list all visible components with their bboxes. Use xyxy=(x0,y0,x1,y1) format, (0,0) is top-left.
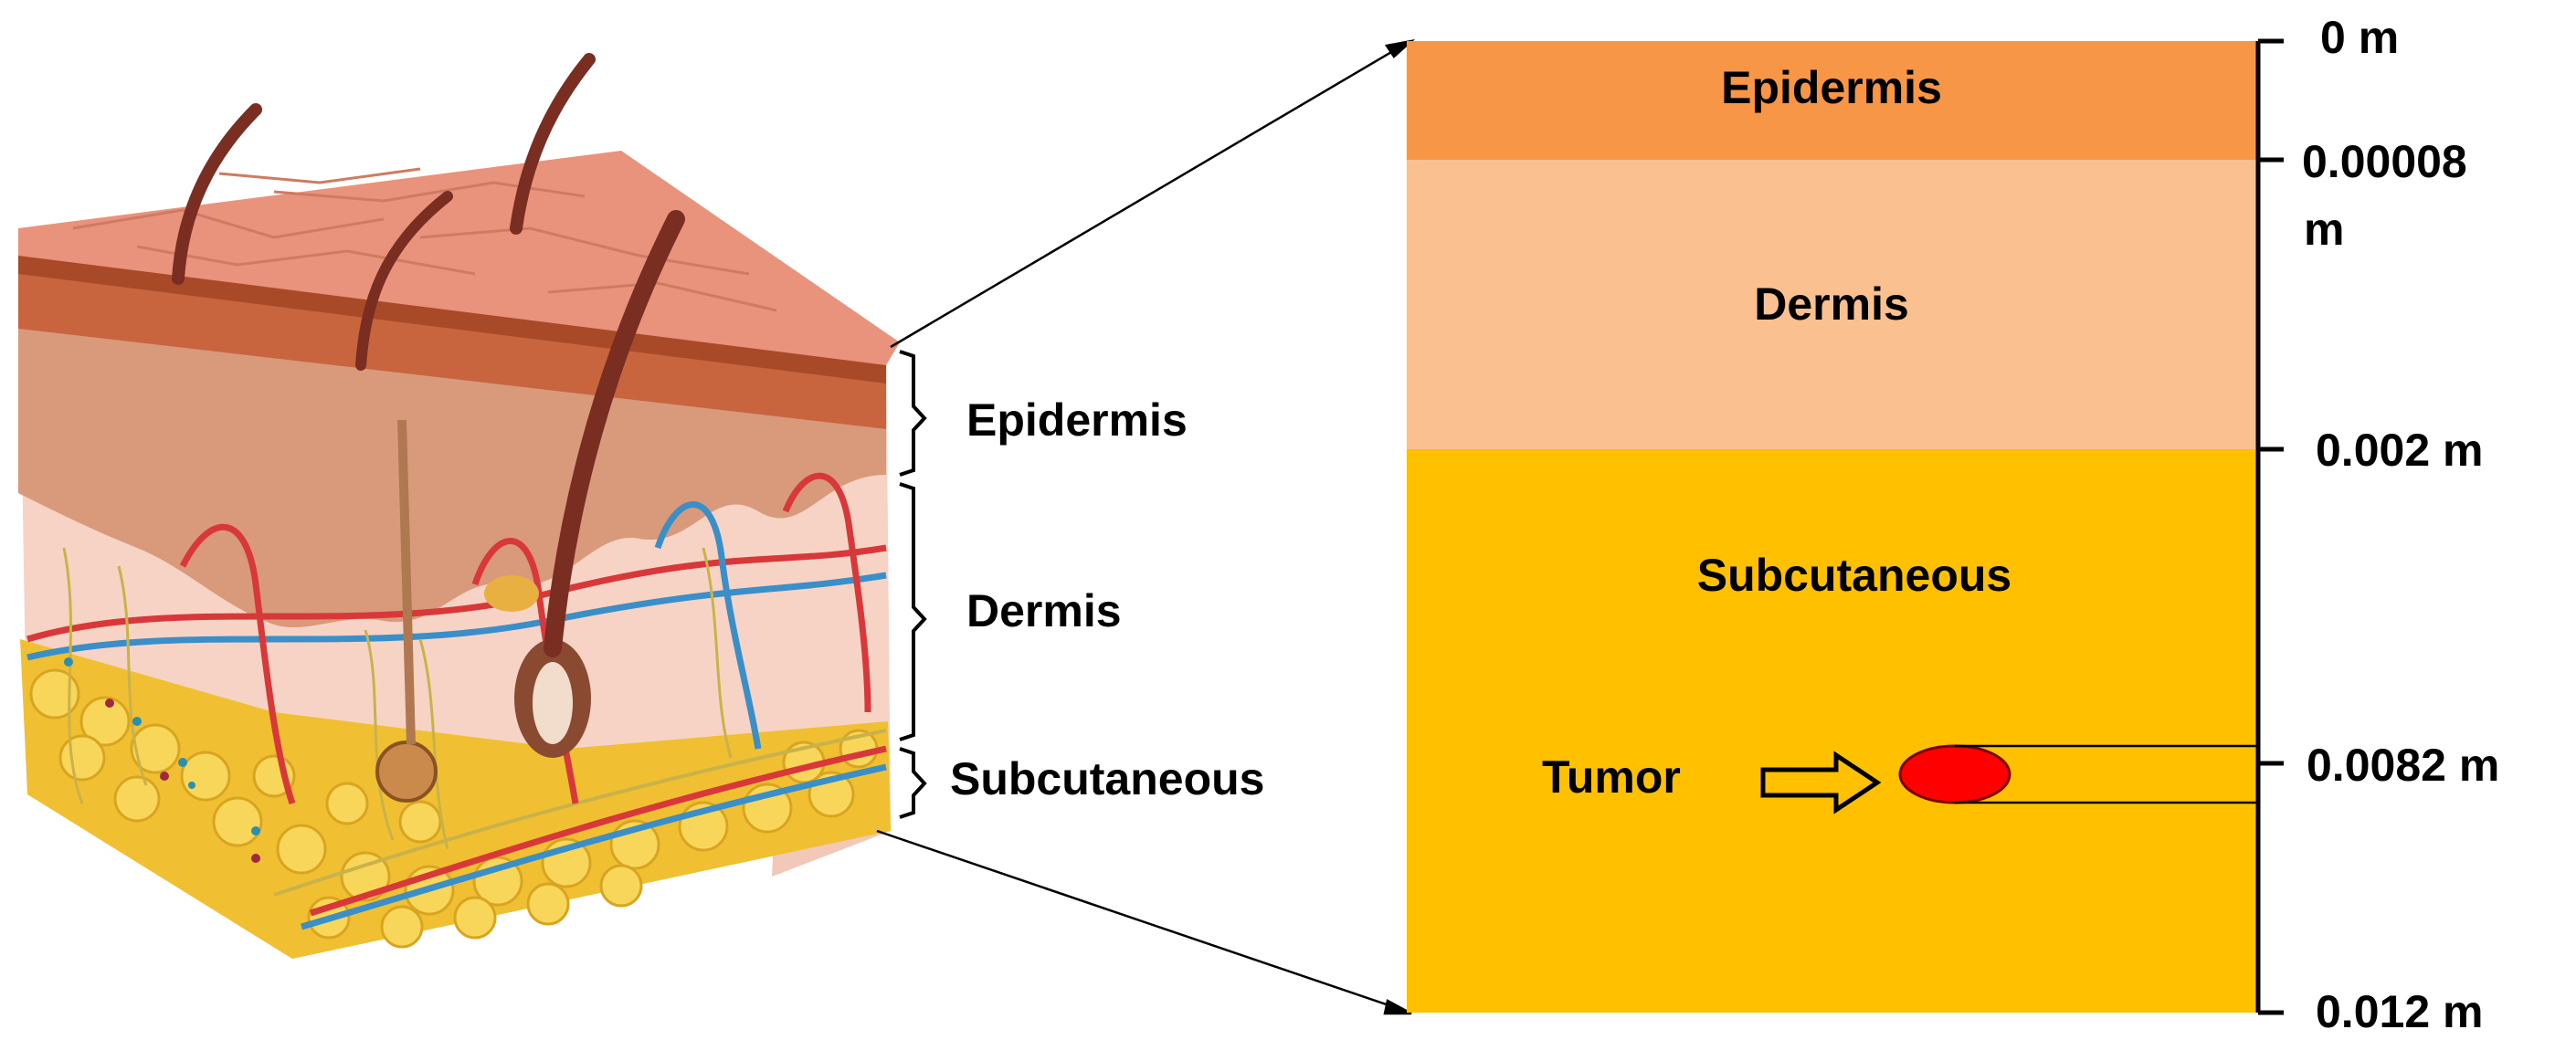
sweat-gland xyxy=(375,741,438,803)
skin-label-epidermis: Epidermis xyxy=(966,394,1188,446)
skin-label-subcutaneous: Subcutaneous xyxy=(950,753,1264,804)
depth-label-1-line1: 0.00008 xyxy=(2302,136,2467,187)
layer-epidermis xyxy=(1407,41,2256,160)
skin-label-dermis: Dermis xyxy=(966,585,1122,636)
hair-strand xyxy=(355,191,453,371)
zoom-connector-lines xyxy=(876,38,1416,1015)
layer-label-subcutaneous: Subcutaneous xyxy=(1697,550,2011,601)
skin-cross-section-illustration xyxy=(18,53,900,959)
tumor-label: Tumor xyxy=(1542,751,1681,803)
layer-dermis xyxy=(1407,160,2256,449)
depth-label-1-line2: m xyxy=(2304,204,2344,255)
depth-label-2: 0.002 m xyxy=(2316,425,2483,476)
skin-block-top-surface xyxy=(18,151,900,365)
hollow-right-arrow-icon xyxy=(1760,751,1882,814)
tumor-ellipse xyxy=(1898,744,2011,804)
depth-label-0: 0 m xyxy=(2320,12,2399,63)
brace-epidermis xyxy=(899,350,927,477)
skin-block-papillary-layer xyxy=(18,329,886,628)
layer-braces xyxy=(899,350,927,819)
hair-strand xyxy=(172,103,262,285)
hair-strand xyxy=(510,53,596,235)
layer-subcutaneous xyxy=(1407,449,2256,1013)
depth-scale-axis xyxy=(2255,38,2284,1015)
brace-subcutaneous xyxy=(899,747,927,819)
depth-label-4: 0.012 m xyxy=(2316,986,2483,1037)
skin-block-fat-layer xyxy=(20,639,891,959)
depth-label-3: 0.0082 m xyxy=(2307,740,2499,791)
layer-label-epidermis: Epidermis xyxy=(1721,62,1942,113)
hair-strand xyxy=(544,210,685,657)
layer-model xyxy=(1407,41,2256,1013)
layer-label-dermis: Dermis xyxy=(1754,278,1909,330)
brace-dermis xyxy=(899,482,927,741)
